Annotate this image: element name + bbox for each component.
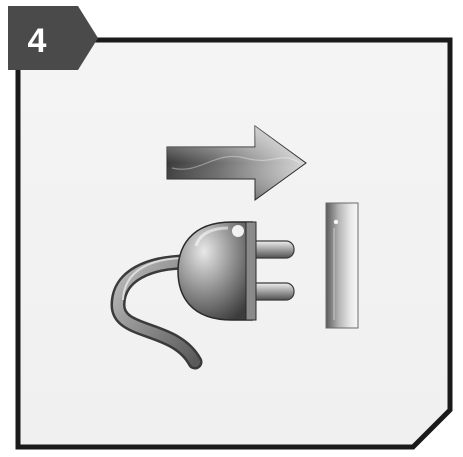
step-number: 4 — [28, 22, 47, 60]
wall-socket-icon — [326, 203, 358, 328]
